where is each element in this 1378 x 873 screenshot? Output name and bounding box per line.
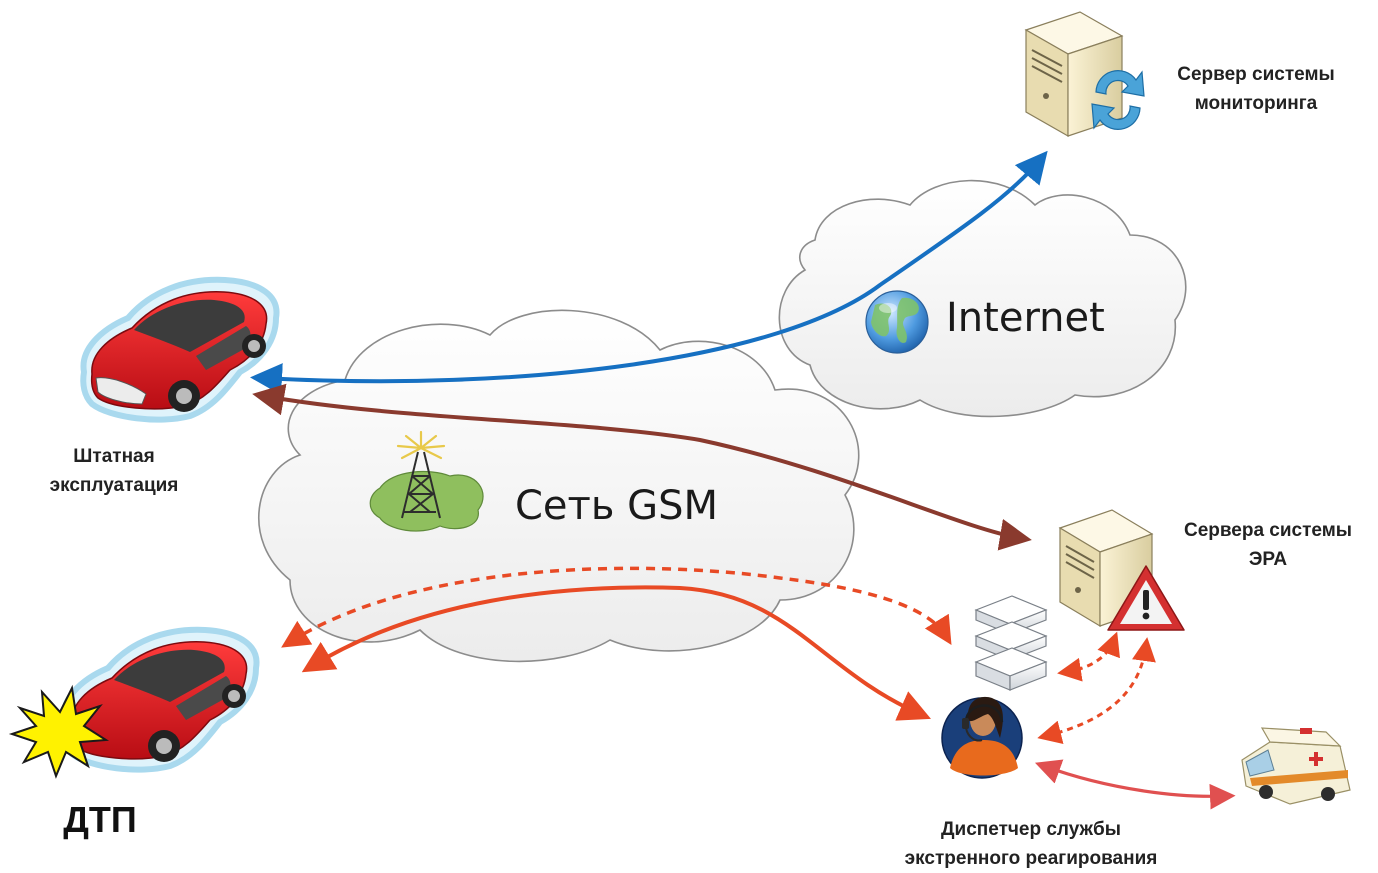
dispatcher-server-dashed-arrow <box>1037 637 1156 744</box>
emergency-call-arrow <box>301 585 931 721</box>
switch-server-dashed-arrow <box>1057 631 1120 682</box>
gsm-cloud-label: Сеть GSM <box>515 483 719 529</box>
monitoring-server-label: Сервер системы мониторинга <box>1177 64 1335 114</box>
ambulance-icon <box>1241 727 1351 805</box>
dispatcher-label: Диспетчер службы экстренного реагировани… <box>904 819 1158 869</box>
ambulance-link-arrow <box>1034 759 1236 810</box>
server-sync-icon <box>1024 11 1145 138</box>
accident-label: ДТП <box>63 799 137 840</box>
server-warning-icon <box>1058 509 1185 631</box>
operator-headset-icon <box>941 696 1023 779</box>
globe-icon <box>865 290 929 354</box>
emergency-dashed-arrow <box>281 566 952 648</box>
normal-operation-label: Штатная эксплуатация <box>49 446 179 496</box>
internet-cloud-label: Internet <box>946 295 1105 341</box>
car-accident-icon <box>60 626 260 773</box>
network-switch-stack-icon <box>974 595 1048 691</box>
era-servers-label: Сервера системы ЭРА <box>1183 520 1353 570</box>
crash-burst-icon <box>8 684 110 779</box>
car-icon <box>80 276 280 423</box>
internet-link-arrow <box>250 150 1048 396</box>
gsm-link-arrow <box>252 383 1032 551</box>
